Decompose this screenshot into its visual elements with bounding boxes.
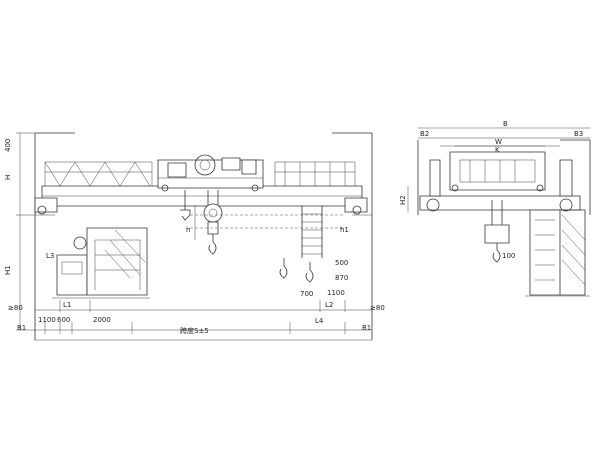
- label-ge80-left: ≥80: [8, 304, 23, 312]
- limit-hook-right: [306, 262, 313, 282]
- right-end-carriage: [345, 198, 367, 212]
- label-700: 700: [300, 290, 313, 298]
- label-l2: L2: [325, 301, 333, 309]
- label-h1-small: h1: [340, 226, 349, 234]
- label-h1-dim: H1: [4, 265, 12, 275]
- left-railing: [45, 162, 152, 186]
- ladder: [302, 206, 322, 258]
- label-b3: B3: [574, 130, 583, 138]
- label-h-dim: H: [4, 175, 12, 180]
- front-elevation: H H1 400 h h1 L3 L1 L2 L4 ≥80 ≥80 B1 B1 …: [4, 133, 385, 340]
- label-span: 跨度S±5: [180, 326, 209, 335]
- label-100: 100: [502, 252, 515, 260]
- label-1100: 1100: [38, 316, 56, 324]
- limit-hook-left: [280, 258, 287, 278]
- left-end-carriage: [35, 198, 57, 212]
- trolley: [158, 155, 263, 191]
- label-b2: B2: [420, 130, 429, 138]
- label-600: 600: [57, 316, 70, 324]
- label-w: W: [495, 138, 502, 146]
- right-railing: [275, 162, 355, 186]
- label-b1-left: B1: [17, 324, 26, 332]
- label-870: 870: [335, 274, 348, 282]
- label-k: K: [495, 146, 500, 154]
- label-500: 500: [335, 259, 348, 267]
- right-wall: [332, 133, 372, 340]
- label-2000: 2000: [93, 316, 111, 324]
- label-small-h: h: [186, 226, 190, 234]
- left-wall: [35, 133, 75, 340]
- label-l3: L3: [46, 252, 54, 260]
- label-l1: L1: [63, 301, 71, 309]
- label-b: B: [503, 120, 508, 128]
- label-400: 400: [4, 139, 12, 152]
- label-ge80-right: ≥80: [370, 304, 385, 312]
- side-elevation: B B2 B3 W K H2 100: [399, 120, 590, 296]
- label-1100-right: 1100: [327, 289, 345, 297]
- label-h2: H2: [399, 195, 407, 205]
- label-b1-right: B1: [362, 324, 371, 332]
- label-l4: L4: [315, 317, 324, 325]
- operator-cab: [52, 228, 150, 298]
